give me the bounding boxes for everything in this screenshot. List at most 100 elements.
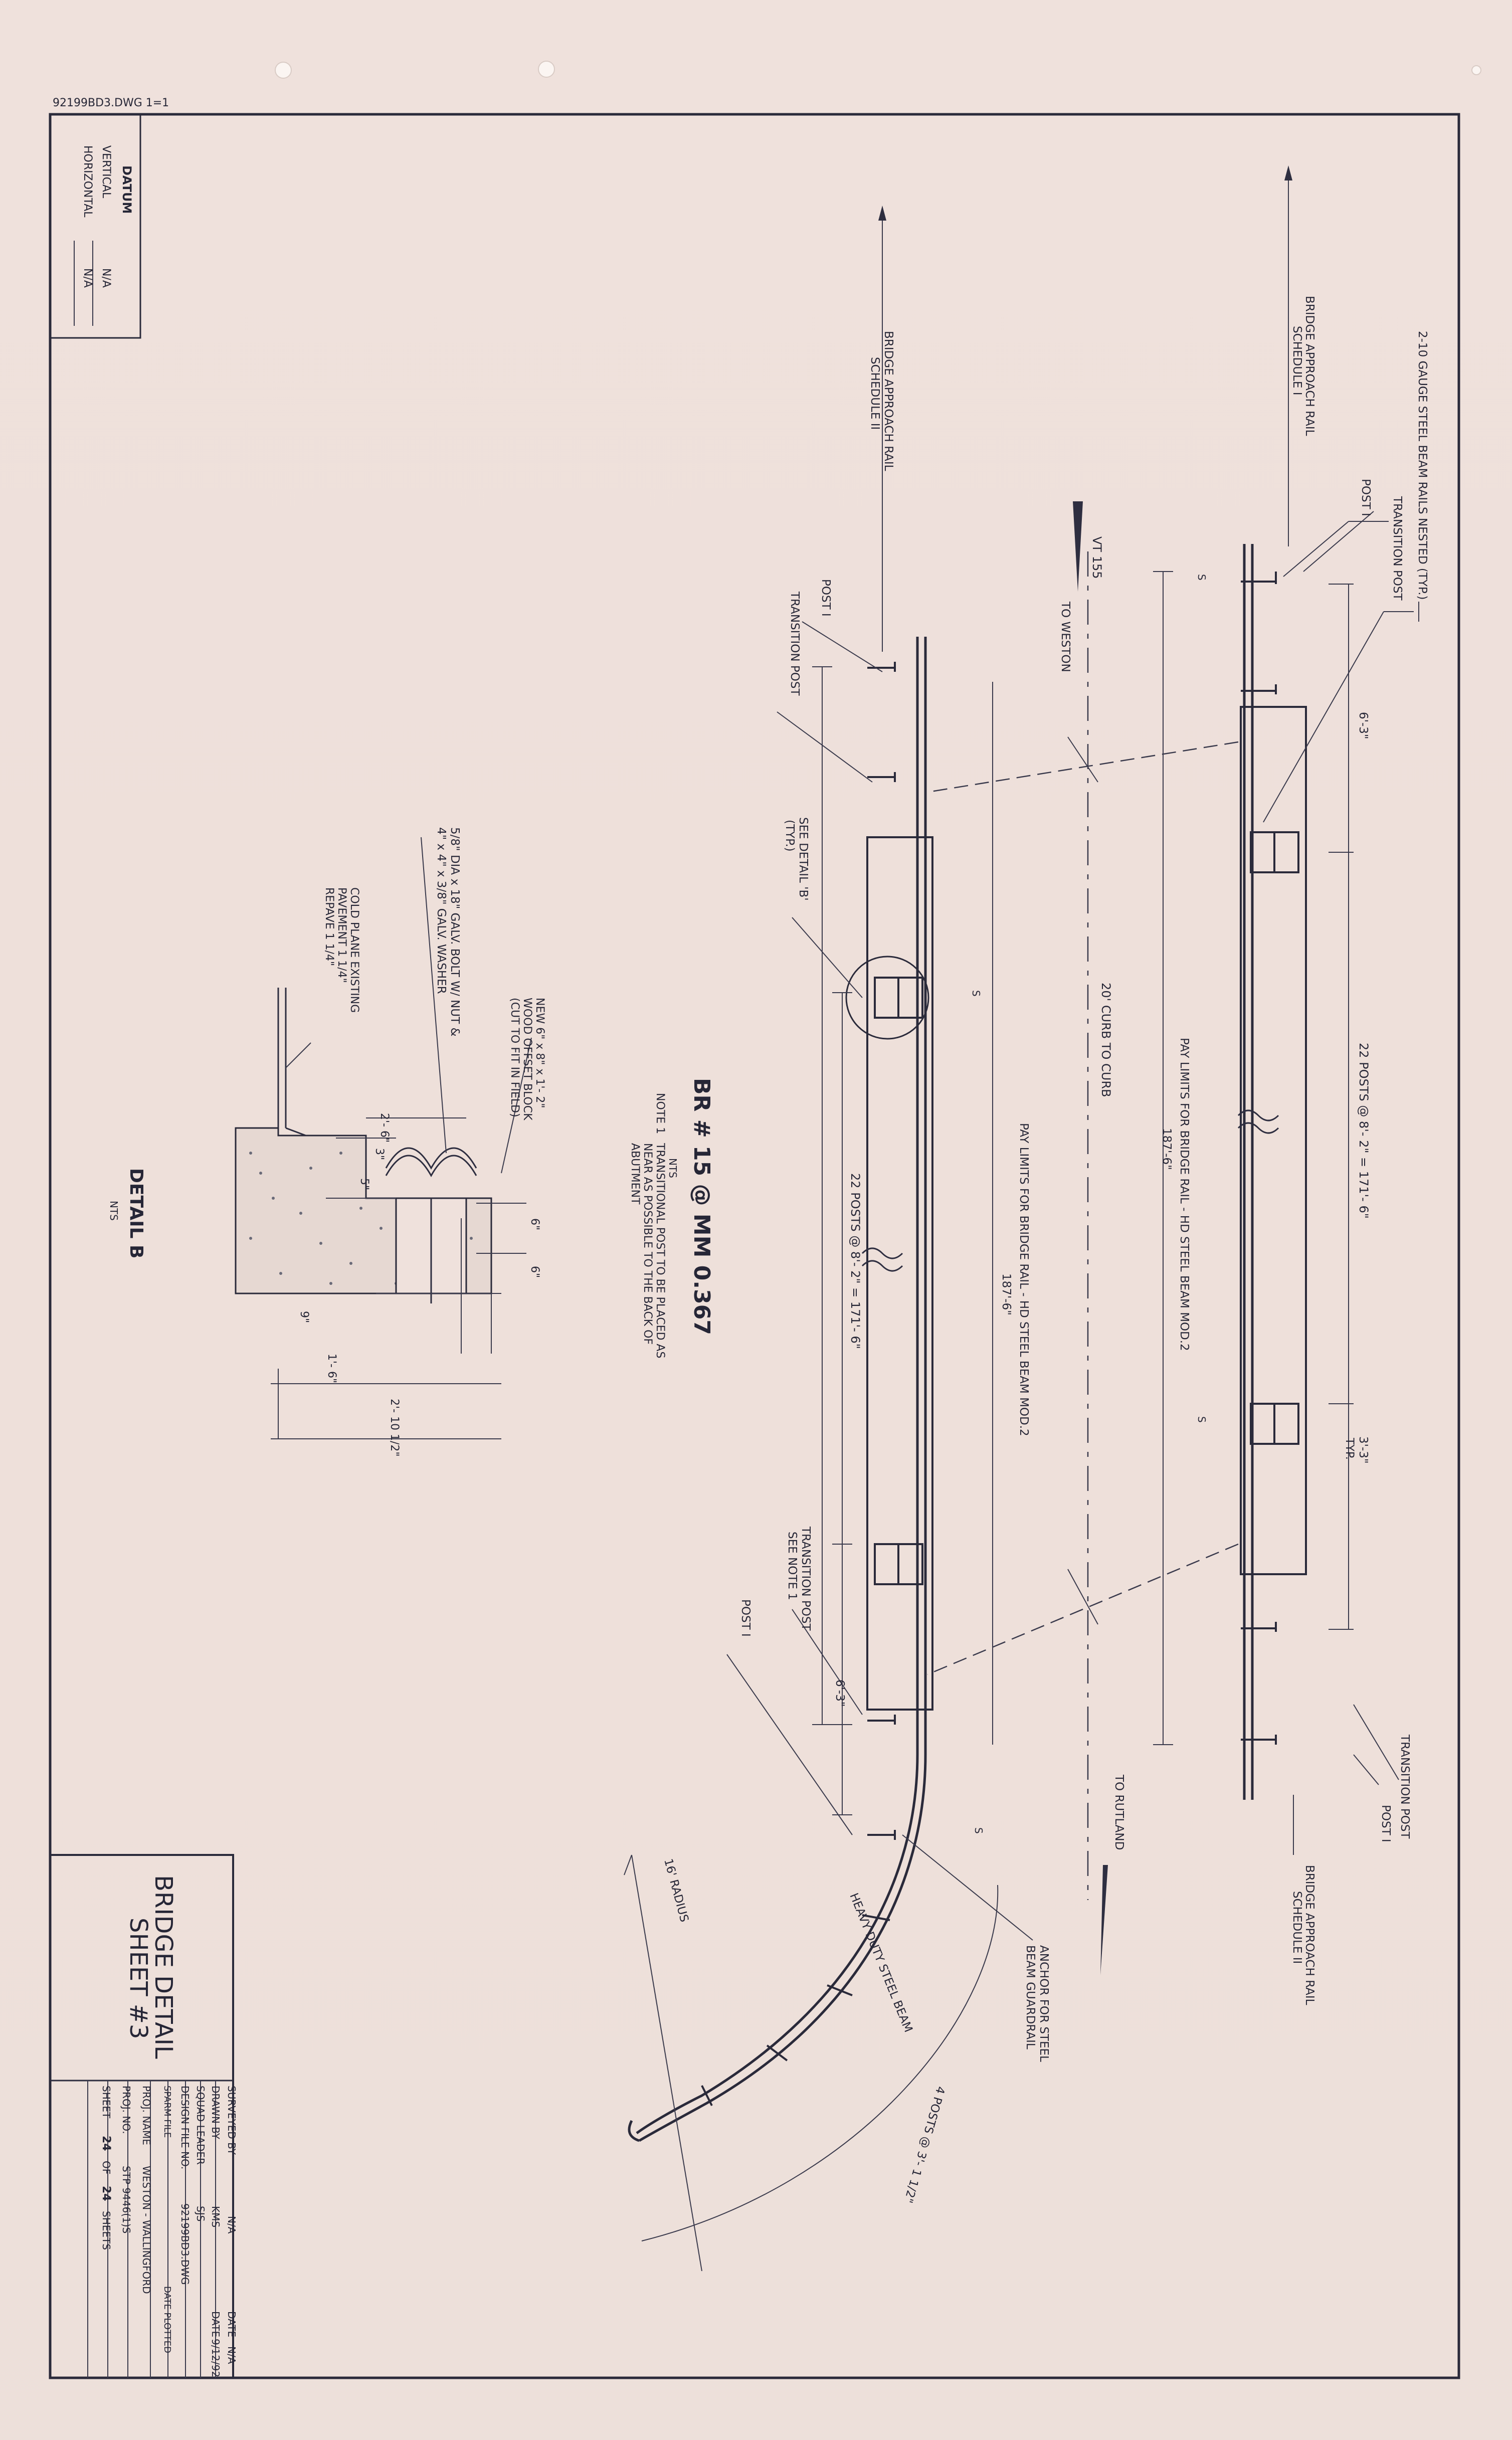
title-block: BRIDGE DETAIL SHEET #3 SURVEYED BY N/A D… — [49, 1854, 238, 2379]
transition-post-top-right: TRANSITION POST — [1398, 1734, 1411, 1839]
punch-hole — [1471, 65, 1481, 75]
anchor-line1: ANCHOR FOR STEEL — [1037, 1945, 1050, 2062]
see-detail-line2: (TYP.) — [783, 820, 796, 852]
datum-box: DATUM VERTICAL N/A HORIZONTAL N/A — [49, 113, 141, 339]
dim-9: 9" — [298, 1311, 310, 1323]
squad-leader-value: SJS — [195, 2206, 207, 2221]
schedule-ii-top-line2: SCHEDULE II — [1290, 1891, 1303, 1964]
detail-b: DETAIL B NTS 5/8" DIA x 18" GALV. BOLT W… — [108, 827, 546, 1457]
svg-text:S: S — [1196, 1416, 1208, 1423]
file-tag: 92199BD3.DWG 1=1 — [53, 97, 169, 109]
dim-2-10: 2'- 10 1/2" — [388, 1399, 401, 1457]
bottom-rail-plan: BRIDGE APPROACH RAIL SCHEDULE II POST I … — [624, 206, 1050, 2272]
dim-2-6: 2'- 6" — [378, 1113, 391, 1143]
road-centerline: VT 155 TO WESTON 20' CURB TO CURB TO RUT… — [927, 501, 1239, 1975]
curb-to-curb-label: 20' CURB TO CURB — [1099, 983, 1113, 1097]
block-note-line3: (CUT TO FIT IN FIELD) — [508, 998, 521, 1117]
dim-top-right-line1: 3'-3" — [1357, 1436, 1370, 1463]
note-1-line2: NEAR AS POSSIBLE TO THE BACK OF — [641, 1143, 654, 1345]
radius-label: 16' RADIUS — [661, 1857, 691, 1924]
bottom-posts-spec: 22 POSTS @ 8'- 2" = 171'- 6" — [848, 1173, 862, 1349]
sheets-suffix: SHEETS — [100, 2211, 112, 2250]
schedule-i-line2: SCHEDULE I — [1290, 326, 1303, 395]
note-1-line1: TRANSITIONAL POST TO BE PLACED AS — [654, 1143, 666, 1358]
date-label-2: DATE — [210, 2311, 222, 2337]
schedule-ii-bottom-line1: BRIDGE APPROACH RAIL — [882, 331, 895, 471]
nested-rails-note: 2-10 GAUGE STEEL BEAM RAILS NESTED (TYP.… — [1416, 331, 1429, 600]
svg-text:S: S — [970, 990, 982, 997]
svg-text:S: S — [973, 1827, 985, 1834]
dim-bottom-right: 6'-3" — [833, 1679, 846, 1707]
dim-5: 5" — [358, 1178, 370, 1190]
datum-title: DATUM — [120, 165, 134, 214]
date-plotted-label: DATE PLOTTED — [162, 2286, 172, 2353]
transition-post-bottom-right-line2: SEE NOTE 1 — [786, 1532, 799, 1600]
sheet-prefix: SHEET — [100, 2086, 112, 2119]
block-note-line1: NEW 6" x 8" x 1'- 2" — [533, 998, 546, 1108]
cold-plane-line3: REPAVE 1 1/4" — [323, 887, 335, 966]
date-label-1: DATE — [226, 2311, 238, 2337]
bridge-title-block: BR # 15 @ MM 0.367 NTS NOTE 1 TRANSITION… — [629, 1078, 714, 1358]
datum-horizontal-value: N/A — [81, 268, 94, 288]
detail-b-nts: NTS — [108, 1201, 120, 1221]
anchor-line2: BEAM GUARDRAIL — [1024, 1945, 1037, 2049]
to-rutland-label: TO RUTLAND — [1112, 1774, 1125, 1850]
note-1-line3: ABUTMENT — [629, 1143, 641, 1205]
post-i-bottom-right: POST I — [739, 1599, 752, 1637]
dim-top-left: 6'-3" — [1357, 712, 1370, 739]
detail-b-title: DETAIL B — [126, 1168, 146, 1258]
sheet-total: 24 — [100, 2186, 112, 2201]
punch-hole — [275, 62, 292, 79]
squad-leader-label: SQUAD LEADER — [195, 2086, 207, 2165]
bolt-note-line2: 4" x 4" x 3/8" GALV. WASHER — [435, 827, 448, 994]
sheet-title-line2: SHEET #3 — [124, 1918, 152, 2039]
date-value-2: 9/12/92 — [210, 2339, 222, 2377]
dim-1-6: 1'- 6" — [325, 1354, 338, 1383]
dim-6a: 6" — [528, 1218, 541, 1230]
top-posts-spec: 22 POSTS @ 8'- 2" = 171'- 6" — [1357, 1043, 1371, 1219]
transition-post-bottom-right-line1: TRANSITION POST — [799, 1526, 812, 1631]
sheet-of: OF — [100, 2161, 112, 2174]
schedule-ii-bottom-line2: SCHEDULE II — [868, 357, 881, 430]
note-1-label: NOTE 1 — [654, 1093, 666, 1134]
transition-post-top-left: TRANSITION POST — [1391, 496, 1404, 601]
schedule-i-line1: BRIDGE APPROACH RAIL — [1303, 296, 1316, 436]
punch-hole — [538, 61, 555, 78]
sparm-label: SPARM FILE — [162, 2086, 172, 2138]
see-detail-line1: SEE DETAIL 'B' — [797, 817, 810, 901]
transition-post-bottom-left: TRANSITION POST — [788, 591, 801, 696]
svg-text:S: S — [1196, 574, 1208, 581]
sheet-title-line1: BRIDGE DETAIL — [149, 1875, 177, 2059]
block-note-line2: WOOD OFFSET BLOCK — [521, 998, 533, 1120]
proj-no-value: STP 9446(1)S — [120, 2166, 132, 2233]
proj-name-label: PROJ. NAME — [140, 2086, 152, 2145]
bridge-title-nts: NTS — [667, 1158, 679, 1178]
dim-top-right-line2: TYP. — [1343, 1437, 1356, 1460]
surveyed-by-label: SURVEYED BY — [226, 2086, 238, 2155]
post-i-top-left: POST I — [1359, 479, 1372, 516]
dim-6b: 6" — [528, 1266, 541, 1278]
vt-155-label: VT 155 — [1090, 536, 1104, 579]
to-weston-label: TO WESTON — [1059, 601, 1072, 672]
design-file-label: DESIGN FILE NO. — [179, 2086, 191, 2169]
post-i-bottom-left: POST I — [819, 579, 832, 617]
datum-vertical-label: VERTICAL — [100, 145, 112, 199]
curve-posts-label: 4 POSTS @ 3'- 1 1/2" — [901, 2085, 947, 2204]
datum-horizontal-label: HORIZONTAL — [81, 145, 94, 218]
bottom-pay-limits-line2: 187'-6" — [1000, 1273, 1013, 1316]
drawn-by-label: DRAWN BY — [210, 2086, 222, 2140]
cold-plane-line1: COLD PLANE EXISTING — [348, 887, 360, 1013]
top-pay-limits-line2: 187'-6" — [1160, 1128, 1173, 1170]
cold-plane-line2: PAVEMENT 1 1/4" — [335, 887, 348, 983]
design-file-value: 92199BD3.DWG — [179, 2203, 191, 2285]
top-pay-limits-line1: PAY LIMITS FOR BRIDGE RAIL - HD STEEL BE… — [1178, 1038, 1191, 1351]
bolt-note-line1: 5/8" DIA x 18" GALV. BOLT W/ NUT & — [448, 827, 461, 1036]
sheet-number: 24 — [100, 2136, 112, 2151]
dim-3: 3" — [373, 1148, 386, 1160]
surveyed-by-value: N/A — [226, 2216, 238, 2234]
bottom-pay-limits-line1: PAY LIMITS FOR BRIDGE RAIL - HD STEEL BE… — [1017, 1123, 1030, 1436]
date-value-1: N/A — [226, 2346, 238, 2364]
bridge-title: BR # 15 @ MM 0.367 — [689, 1078, 714, 1335]
